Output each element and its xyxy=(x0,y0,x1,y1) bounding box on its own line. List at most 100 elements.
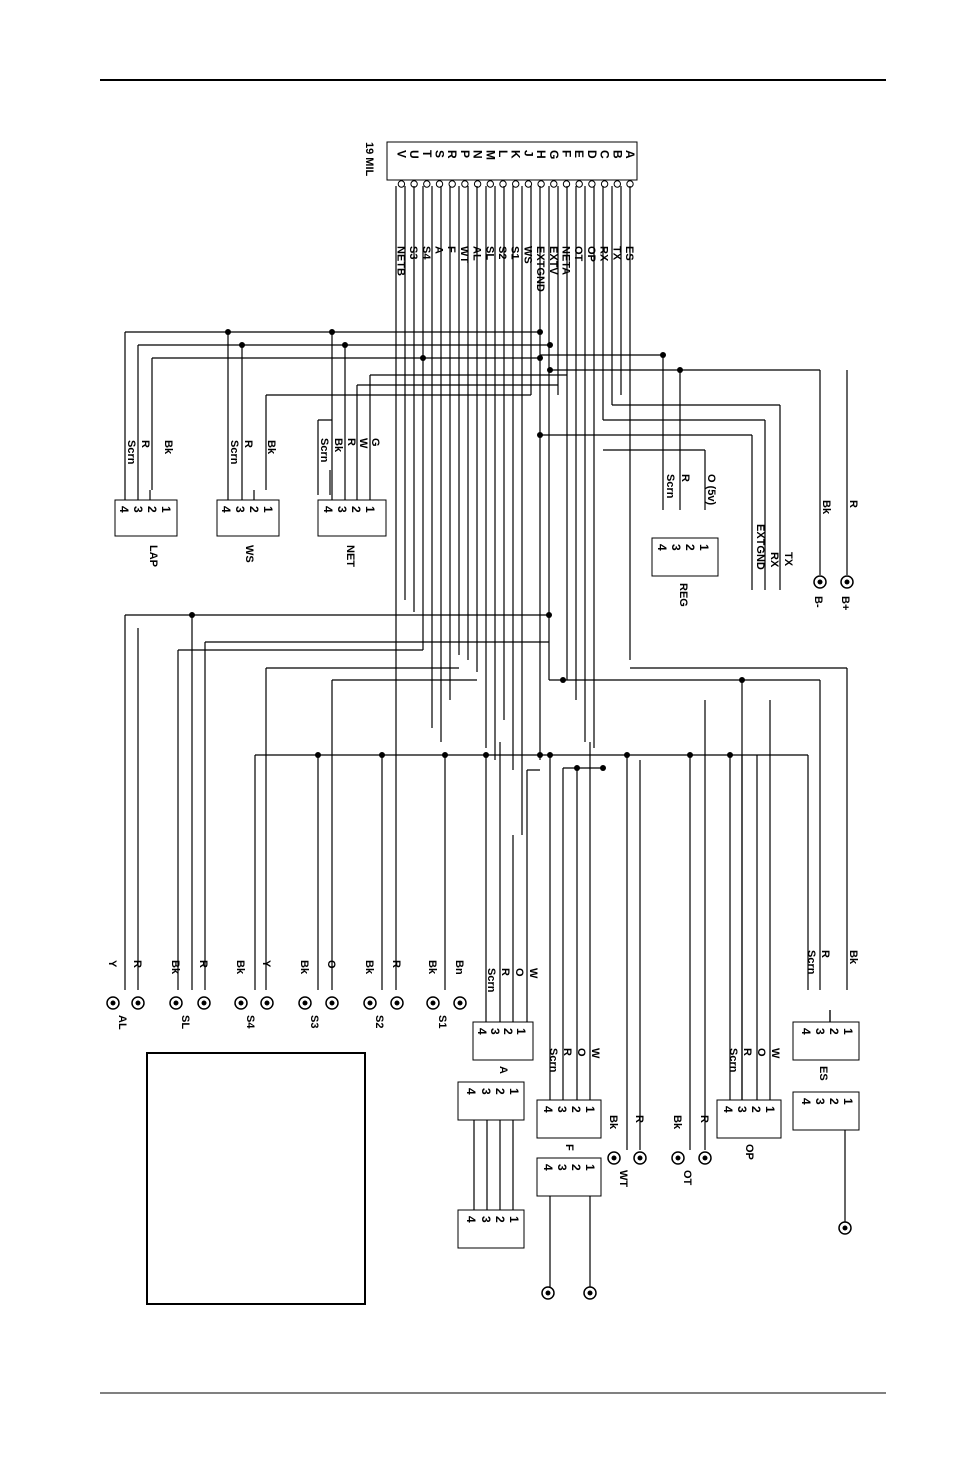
blank-box xyxy=(146,1052,366,1305)
svg-text:3: 3 xyxy=(813,1028,827,1035)
terminal-post-center xyxy=(135,1000,141,1006)
svg-text:2: 2 xyxy=(569,1106,583,1113)
svg-text:R: R xyxy=(499,968,511,976)
terminal-post-center xyxy=(201,1000,207,1006)
mil-pin-g: G xyxy=(547,150,561,159)
connector-a-label: A xyxy=(497,1066,509,1074)
connector-es: 1 2 3 4 ES Bk R Scrn xyxy=(792,950,860,1081)
svg-text:O: O xyxy=(513,968,525,977)
svg-text:W: W xyxy=(589,1048,601,1059)
terminal-wire-label: R xyxy=(698,1115,710,1123)
mil-pin-e: E xyxy=(572,150,586,158)
svg-text:2: 2 xyxy=(569,1164,583,1171)
svg-text:2: 2 xyxy=(683,544,697,551)
svg-text:R: R xyxy=(819,950,831,958)
terminal-post-center xyxy=(702,1155,708,1161)
terminal-label-s2: S2 xyxy=(373,1015,385,1028)
mil-pin-socket xyxy=(461,180,469,188)
svg-text:R: R xyxy=(679,474,691,482)
mil-pin-n: N xyxy=(471,150,485,159)
mil-pin-socket xyxy=(397,180,406,188)
terminal-wire-label: R xyxy=(197,960,209,968)
svg-text:4: 4 xyxy=(219,506,233,513)
svg-text:4: 4 xyxy=(117,506,131,513)
terminal-wire-label: R xyxy=(131,960,143,968)
svg-text:Bk: Bk xyxy=(820,500,832,515)
mil-signal-label: S1 xyxy=(509,246,521,259)
svg-text:2: 2 xyxy=(247,506,261,513)
svg-text:3: 3 xyxy=(479,1216,493,1223)
connector-net-label: NET xyxy=(344,545,356,567)
svg-text:2: 2 xyxy=(827,1098,841,1105)
mil-pin-socket xyxy=(537,180,545,188)
terminal-label-s1: S1 xyxy=(436,1015,448,1028)
terminal-post-center xyxy=(675,1155,681,1161)
svg-text:1: 1 xyxy=(507,1088,521,1095)
svg-text:B+: B+ xyxy=(839,596,851,610)
mil-pin-d: D xyxy=(585,150,599,159)
mil-pin-k: K xyxy=(509,150,523,159)
terminal-b-plus: B+ R xyxy=(839,500,859,610)
terminal-post-center xyxy=(611,1155,617,1161)
svg-text:4: 4 xyxy=(464,1216,478,1223)
mil-pin-s: S xyxy=(433,150,447,158)
terminal-wire-label: R xyxy=(633,1115,645,1123)
svg-text:Scrn: Scrn xyxy=(805,950,817,975)
connector-ws-label: WS xyxy=(243,545,255,563)
svg-text:1: 1 xyxy=(763,1106,777,1113)
terminal-wire-label: Bn xyxy=(453,960,465,975)
svg-text:4: 4 xyxy=(721,1106,735,1113)
mil-pin-l: L xyxy=(496,150,510,157)
mil-pin-socket xyxy=(550,180,558,188)
terminal-wire-label: Bk xyxy=(363,960,375,975)
terminal-post-center xyxy=(238,1000,244,1006)
svg-text:3: 3 xyxy=(488,1028,502,1035)
mil-pin-socket xyxy=(512,180,520,188)
svg-text:W: W xyxy=(357,438,369,449)
connector-op: 1 2 3 4 OP W O R Scrn xyxy=(716,1048,782,1160)
svg-text:Scrn: Scrn xyxy=(318,438,330,463)
svg-text:O: O xyxy=(575,1048,587,1057)
svg-text:1: 1 xyxy=(583,1164,597,1171)
svg-text:2: 2 xyxy=(501,1028,515,1035)
svg-text:4: 4 xyxy=(321,506,335,513)
connector-es-lower: 1 2 3 4 xyxy=(792,1091,860,1131)
mil-signal-label: SL xyxy=(483,246,495,260)
svg-text:Scrn: Scrn xyxy=(125,440,137,465)
svg-text:Scrn: Scrn xyxy=(485,968,497,993)
svg-text:3: 3 xyxy=(669,544,683,551)
svg-text:1: 1 xyxy=(159,506,173,513)
svg-text:R: R xyxy=(139,440,151,448)
svg-text:1: 1 xyxy=(841,1028,855,1035)
mil-pin-socket xyxy=(448,180,456,188)
junction-dots xyxy=(189,329,745,771)
svg-text:R: R xyxy=(345,438,357,446)
connector-es-label: ES xyxy=(817,1066,829,1081)
terminal-label-wt: WT xyxy=(617,1170,629,1187)
svg-text:Scrn: Scrn xyxy=(228,440,240,465)
mil-pin-t: T xyxy=(420,150,434,158)
connector-f: 1 2 3 4 F W O R Scrn xyxy=(536,1048,602,1151)
mil-pin-u: U xyxy=(407,150,421,159)
mil-pin-socket xyxy=(499,180,507,188)
mil-pin-r: R xyxy=(445,150,459,159)
terminal-post-center xyxy=(394,1000,400,1006)
svg-text:2: 2 xyxy=(493,1216,507,1223)
terminal-label-s3: S3 xyxy=(308,1015,320,1028)
svg-text:4: 4 xyxy=(475,1028,489,1035)
terminal-label-sl: SL xyxy=(179,1015,191,1029)
svg-text:EXTGND: EXTGND xyxy=(754,524,766,570)
svg-text:R: R xyxy=(561,1048,573,1056)
mil-pin-socket xyxy=(435,180,444,188)
terminal-label-ot: OT xyxy=(681,1170,693,1186)
terminal-wire-label: Bk xyxy=(671,1115,683,1130)
terminal-post-center xyxy=(173,1000,179,1006)
mil-pin-h: H xyxy=(534,150,548,159)
loose-terminals xyxy=(541,1221,852,1300)
terminal-post-center xyxy=(367,1000,373,1006)
svg-text:B-: B- xyxy=(812,596,824,608)
connector-unlabeled-2: 1 2 3 4 xyxy=(457,1209,525,1249)
connector-f-lower: 1 2 3 4 xyxy=(536,1157,602,1197)
